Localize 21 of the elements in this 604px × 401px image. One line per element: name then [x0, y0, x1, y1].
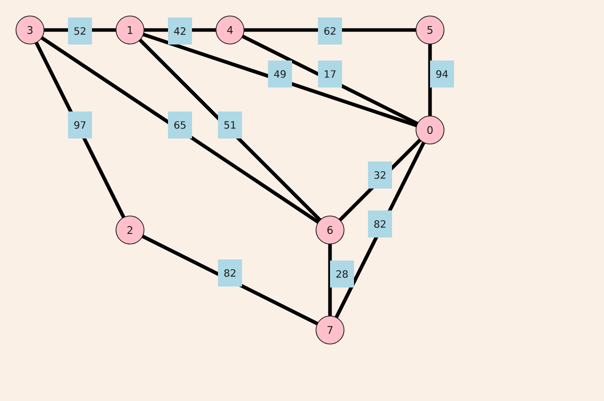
edge-label: 65: [168, 112, 192, 138]
edge-line: [244, 28, 416, 32]
edge-label: 49: [268, 60, 292, 88]
edge-label: 62: [318, 18, 342, 44]
edge-line: [142, 234, 318, 326]
edge-line: [40, 36, 320, 224]
edge-label: 51: [218, 112, 242, 138]
edge-label: 94: [430, 60, 454, 88]
edge-label: 82: [218, 260, 242, 286]
edge-label: 52: [68, 18, 92, 44]
edge-label: 82: [368, 210, 392, 238]
edge-line: [428, 44, 432, 116]
edge-label: 28: [330, 260, 354, 288]
edge-line: [242, 34, 418, 126]
edge-line: [142, 32, 418, 128]
edge-line: [138, 38, 322, 222]
edge-line: [328, 244, 332, 316]
edge-label: 42: [168, 18, 192, 44]
edge-label: 17: [318, 60, 342, 88]
edge-label: 32: [368, 162, 392, 188]
edge-label: 97: [68, 112, 92, 138]
